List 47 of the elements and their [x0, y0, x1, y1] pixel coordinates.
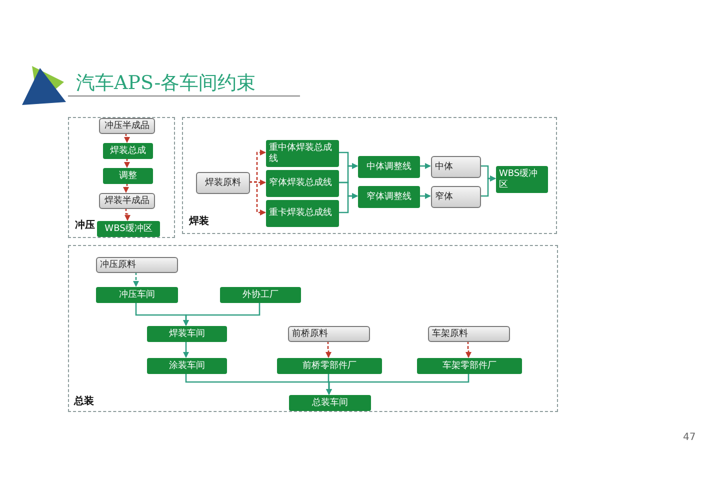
process-box: 前桥零部件厂 — [277, 358, 382, 374]
process-box: 重卡焊装总成线 — [266, 200, 339, 227]
material-box: 车架原料 — [428, 326, 510, 342]
arrow — [124, 208, 130, 221]
process-box: 焊装总成 — [103, 143, 153, 159]
arrow — [183, 341, 189, 358]
arrow — [326, 373, 470, 395]
process-box: WBS缓冲区 — [97, 221, 160, 237]
dashed-group-frame — [182, 117, 557, 234]
page-number: 47 — [683, 432, 696, 443]
process-box: 车架零部件厂 — [417, 358, 522, 374]
material-box: 焊装半成品 — [99, 193, 155, 209]
process-box: 调整 — [103, 168, 153, 184]
arrow — [249, 181, 266, 216]
material-box: 冲压原料 — [96, 257, 178, 273]
material-box: 中体 — [431, 156, 481, 178]
process-box: 外协工厂 — [220, 287, 301, 303]
arrow — [338, 193, 358, 214]
process-box: 窄体调整线 — [358, 186, 420, 208]
arrow — [133, 272, 139, 287]
material-box: 焊装原料 — [196, 172, 250, 194]
process-box: 中体调整线 — [358, 156, 420, 178]
process-box: 冲压车间 — [96, 287, 178, 303]
process-box: 窄体焊装总成线 — [266, 170, 339, 197]
title: 汽车APS-各车间约束 — [76, 71, 256, 96]
process-box: 重中体焊装总成线 — [266, 140, 339, 167]
material-box: 冲压半成品 — [99, 118, 155, 134]
group-label: 冲压 — [75, 218, 95, 232]
arrow — [123, 183, 129, 193]
arrow — [124, 158, 130, 168]
arrow — [419, 163, 431, 169]
process-box: 焊装车间 — [147, 326, 227, 342]
process-box: WBS缓冲区 — [496, 166, 548, 193]
arrow — [466, 341, 472, 358]
arrow — [183, 302, 260, 326]
material-box: 窄体 — [431, 186, 481, 208]
dashed-group-frame — [68, 117, 175, 238]
material-box: 前桥原料 — [288, 326, 370, 342]
group-label: 焊装 — [189, 214, 209, 228]
arrow — [480, 176, 496, 197]
process-box: 总装车间 — [289, 395, 371, 411]
process-box: 涂装车间 — [147, 358, 227, 374]
dashed-group-frame — [68, 245, 558, 412]
group-label: 总装 — [74, 394, 94, 408]
arrow — [326, 341, 332, 358]
arrow — [419, 193, 431, 199]
arrow — [124, 133, 130, 143]
